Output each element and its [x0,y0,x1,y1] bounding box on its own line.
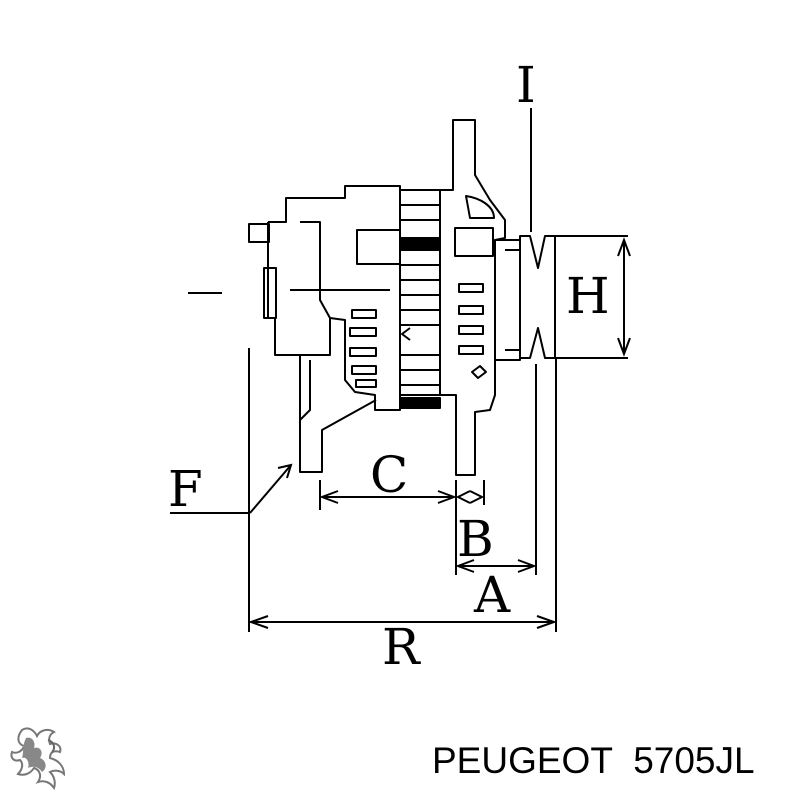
dimension-lines [170,108,631,632]
dim-label-c: C [370,446,408,504]
pulley [519,235,556,359]
dim-label-f: F [168,460,203,518]
dim-label-a: A [473,566,511,624]
dim-label-r: R [382,618,421,676]
front-housing [439,119,506,476]
shaft [494,239,521,361]
terminal-stud [248,223,270,243]
alternator-drawing [248,119,556,476]
mount-foot-edge [299,360,311,421]
terminal-block [263,267,277,319]
dim-label-b: B [457,510,494,568]
dimension-letters: I H F C B A R [168,56,610,676]
dim-label-h: H [566,267,610,325]
mount-foot [299,355,377,473]
part-caption: PEUGEOT 5705JL [432,736,792,786]
rear-cover [267,222,331,356]
dim-label-i: I [516,56,536,114]
part-number: 5705JL [633,740,755,781]
brand-name: PEUGEOT [432,740,613,781]
peugeot-lion-logo-icon [10,727,66,791]
